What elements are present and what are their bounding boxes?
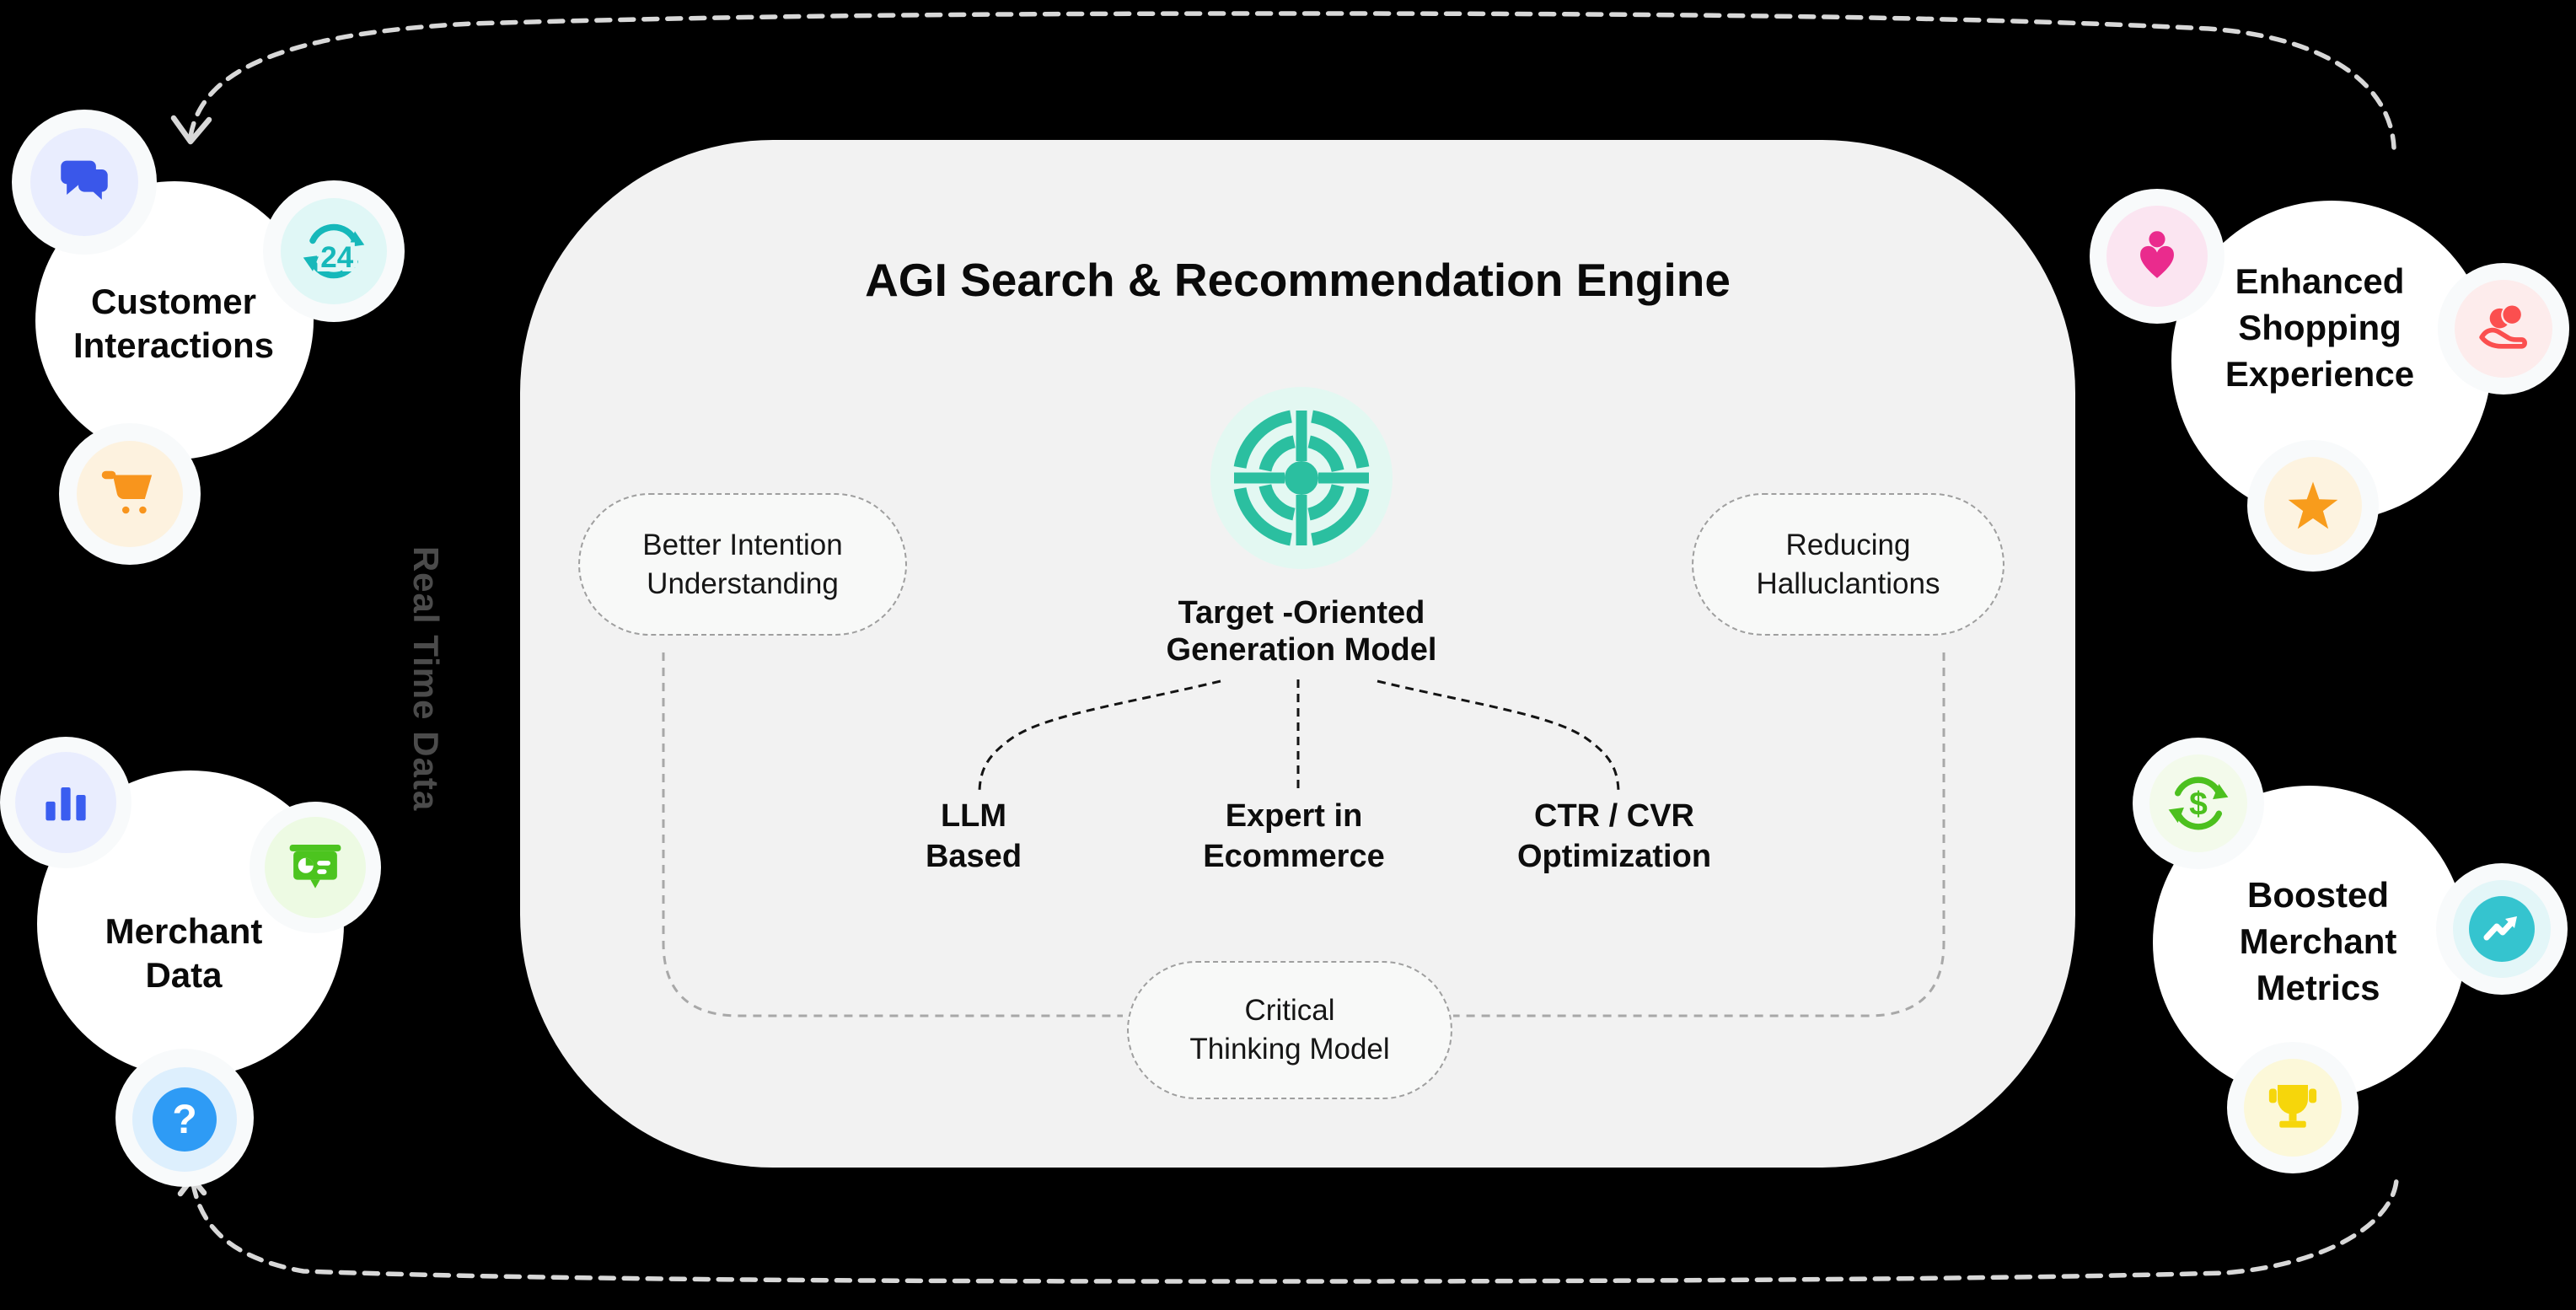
pill-critical-thinking-line1: Critical — [1244, 994, 1335, 1027]
star-satellite — [2264, 457, 2362, 555]
dollar-refresh-satellite: $ — [2149, 754, 2247, 852]
customer-interactions-title: Customer Interactions — [30, 280, 317, 368]
llm-line2: Based — [925, 839, 1022, 874]
person-heart-icon — [2140, 231, 2174, 278]
ci-title-line2: Interactions — [72, 325, 275, 365]
branch-label-ctr-cvr: CTR / CVR Optimization — [1446, 796, 1783, 877]
trend-up-icon — [2483, 916, 2517, 941]
pill-reducing-hallucinations-line1: Reducing — [1785, 528, 1911, 561]
trophy-satellite — [2244, 1059, 2342, 1157]
bar-chart-satellite — [15, 752, 116, 853]
pill-reducing-hallucinations: Reducing Halluclantions — [1692, 493, 2004, 636]
refresh-24h-satellite: 24 — [281, 198, 387, 304]
dollar-sign-label: $ — [2189, 786, 2208, 822]
star-icon — [2288, 481, 2338, 529]
customer-care-icon — [2479, 304, 2527, 349]
presentation-chart-icon — [289, 845, 341, 889]
target-model-badge — [1210, 387, 1393, 569]
target-icon — [1232, 409, 1371, 547]
question-satellite: ? — [132, 1067, 237, 1172]
target-caption-line1: Target -Oriented — [1178, 595, 1425, 631]
ctr-line1: CTR / CVR — [1534, 798, 1694, 834]
ctr-line2: Optimization — [1516, 839, 1712, 874]
expert-line2: Ecommerce — [1203, 839, 1385, 874]
trend-core-circle — [2469, 896, 2535, 962]
question-core-circle: ? — [153, 1087, 217, 1152]
trophy-icon — [2268, 1085, 2317, 1128]
branch-label-llm-based: LLM Based — [847, 796, 1100, 877]
page-title: AGI Search & Recommendation Engine — [865, 254, 1731, 306]
top-arc-arrowhead-icon — [170, 115, 212, 145]
pill-better-intention: Better Intention Understanding — [578, 493, 907, 636]
presentation-satellite — [265, 817, 366, 918]
pill-better-intention-line1: Better Intention — [642, 528, 843, 561]
ese-title-line3: Experience — [2224, 354, 2415, 394]
question-mark-icon: ? — [172, 1097, 197, 1142]
cart-satellite — [77, 441, 183, 547]
real-time-data-label: Real Time Data — [406, 545, 446, 812]
chat-bubbles-icon — [61, 160, 108, 200]
ese-title-line1: Enhanced — [2235, 261, 2405, 301]
refresh-24h-label: 24 — [320, 241, 353, 274]
pill-critical-thinking-line2: Thinking Model — [1189, 1033, 1390, 1066]
bar-chart-icon — [46, 787, 86, 821]
target-caption-line2: Generation Model — [1166, 632, 1437, 668]
bmm-title-line1: Boosted — [2247, 875, 2389, 915]
branch-label-expert-ecommerce: Expert in Ecommerce — [1146, 796, 1441, 877]
ese-title-line2: Shopping — [2238, 308, 2402, 347]
ci-title-line1: Customer — [90, 282, 257, 321]
shopping-cart-icon — [101, 470, 153, 514]
merchant-data-title: Merchant Data — [40, 910, 327, 997]
pill-better-intention-line2: Understanding — [647, 566, 839, 600]
md-title-line2: Data — [145, 955, 223, 995]
chat-satellite — [30, 128, 138, 236]
refresh-24h-icon: 24 — [303, 223, 365, 279]
pill-reducing-hallucinations-line2: Halluclantions — [1756, 566, 1940, 600]
bmm-title-line3: Metrics — [2256, 968, 2380, 1007]
expert-line1: Expert in — [1225, 798, 1363, 834]
boosted-metrics-title: Boosted Merchant Metrics — [2166, 872, 2470, 1011]
person-heart-satellite — [2106, 206, 2208, 307]
md-title-line1: Merchant — [105, 911, 263, 951]
target-model-caption: Target -Oriented Generation Model — [1091, 594, 1512, 668]
enhanced-shopping-title: Enhanced Shopping Experience — [2168, 258, 2471, 397]
top-feedback-arc — [188, 11, 2396, 150]
bmm-title-line2: Merchant — [2239, 921, 2397, 961]
trend-satellite — [2453, 880, 2551, 978]
care-satellite — [2455, 280, 2552, 378]
llm-line1: LLM — [940, 798, 1007, 834]
pill-critical-thinking: Critical Thinking Model — [1127, 961, 1452, 1099]
dollar-refresh-icon: $ — [2168, 776, 2229, 830]
bottom-feedback-arc — [191, 1178, 2399, 1284]
